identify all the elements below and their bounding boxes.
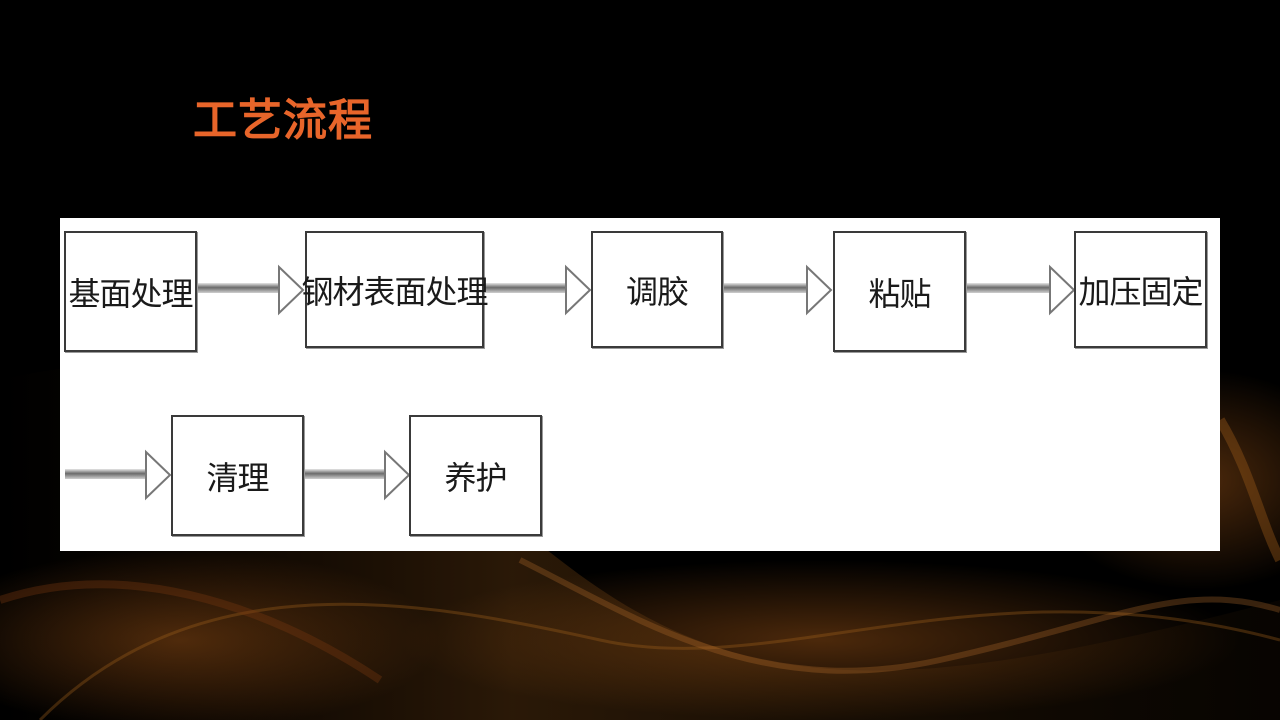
slide-title: 工艺流程: [193, 95, 373, 146]
step-box: 钢材表面处理: [302, 231, 489, 348]
step-box: 养护: [409, 415, 542, 536]
step-box: 粘贴: [833, 231, 966, 352]
step-box: 基面处理: [64, 231, 197, 352]
flow-connectors: [65, 264, 1076, 501]
step-box: 调胶: [591, 231, 723, 348]
arrow-2-3: [484, 264, 592, 316]
step-box: 加压固定: [1074, 231, 1207, 348]
step-label: 钢材表面处理: [301, 272, 489, 311]
arrow-6-7: [304, 449, 411, 501]
step-label: 养护: [444, 458, 507, 497]
arrow-5-6: [65, 449, 172, 501]
step-label: 清理: [206, 458, 269, 497]
step-box: 清理: [171, 415, 304, 536]
step-label: 基面处理: [68, 274, 193, 313]
process-flow-panel: 基面处理 钢材表面处理 调胶 粘贴 加压固定 清理 养护: [60, 218, 1220, 551]
step-label: 加压固定: [1078, 272, 1203, 311]
arrow-4-5: [966, 264, 1076, 316]
step-label: 调胶: [625, 272, 689, 311]
step-label: 粘贴: [868, 274, 931, 313]
arrow-1-2: [197, 264, 305, 316]
arrow-3-4: [723, 264, 833, 316]
